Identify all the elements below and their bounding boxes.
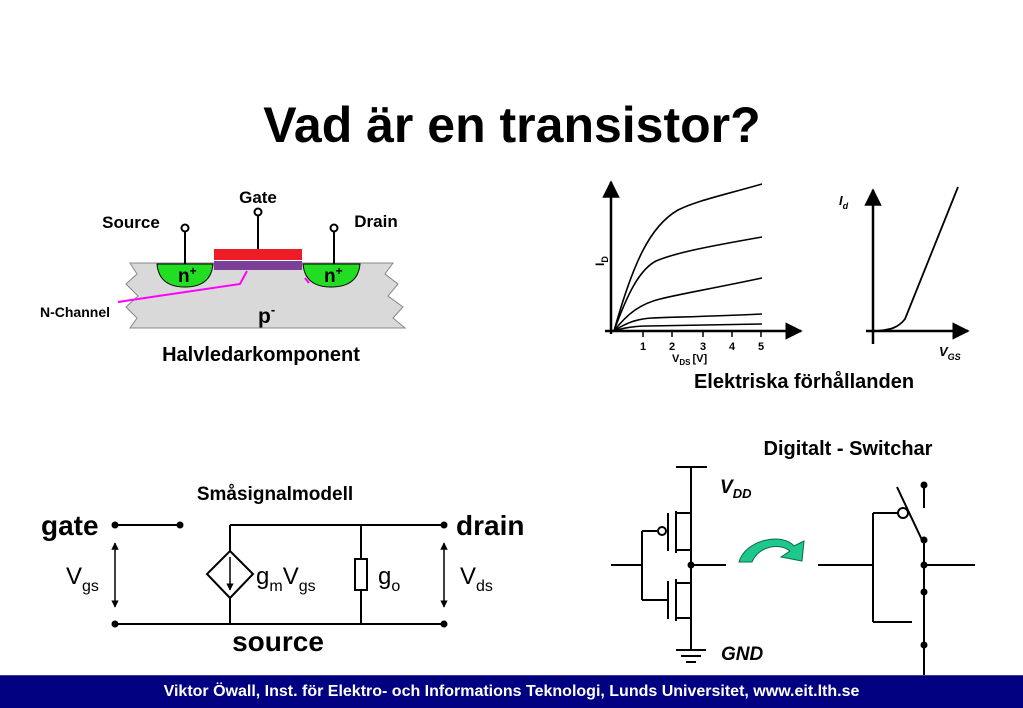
- switch-top-node: [920, 481, 928, 489]
- digital-switch-section: Digitalt - Switchar VDD GND: [611, 438, 975, 675]
- curve-5: [613, 323, 763, 332]
- digital-title: Digitalt - Switchar: [764, 438, 933, 460]
- drain-node: [440, 521, 448, 529]
- channel-pointer-tick: [304, 277, 310, 284]
- vds-label: Vds: [460, 563, 493, 595]
- curve-3: [613, 277, 763, 332]
- id-axis-label: ID: [593, 256, 610, 266]
- x-tick-5: 5: [758, 341, 764, 353]
- mosfet-caption: Halvledarkomponent: [162, 344, 360, 366]
- gate-electrode: [214, 249, 302, 260]
- graphs-caption: Elektriska förhållanden: [694, 370, 914, 393]
- go-resistor: [354, 558, 368, 591]
- small-signal-title: Småsignalmodell: [197, 484, 353, 505]
- x-tick-3: 3: [700, 341, 706, 353]
- gate-terminal: [253, 207, 263, 217]
- switch-mid-node-2: [920, 588, 928, 596]
- gm-vgs-label: gmVgs: [256, 563, 316, 595]
- output-node: [687, 561, 695, 569]
- source-n-region: [156, 263, 214, 288]
- page-title: Vad är en transistor?: [263, 97, 760, 153]
- gate-terminal-label: gate: [41, 510, 99, 541]
- switch-output-node: [920, 561, 928, 569]
- slide-canvas: Vad är en transistor? Gate Source Drain …: [40, 97, 975, 675]
- drain-terminal: [329, 223, 339, 233]
- drain-n-plus-label: n+: [324, 264, 343, 287]
- switch-control-bubble: [897, 507, 909, 519]
- source-node-right: [440, 620, 448, 628]
- vgs-axis-label: VGS: [939, 344, 961, 362]
- footer: Viktor Öwall, Inst. för Elektro- och Inf…: [0, 675, 1023, 708]
- gate-open-node: [176, 521, 184, 529]
- drain-n-region: [302, 263, 361, 288]
- x-tick-2: 2: [669, 341, 675, 353]
- pmos-bubble: [657, 526, 667, 536]
- gate-node: [111, 521, 119, 529]
- x-tick-1: 1: [640, 341, 646, 353]
- gate-label: Gate: [239, 188, 277, 207]
- source-n-plus-label: n+: [178, 264, 197, 287]
- source-label: Source: [102, 213, 160, 232]
- switch-bottom-node: [920, 641, 928, 649]
- source-node-left: [111, 620, 119, 628]
- source-terminal-label: source: [232, 626, 324, 657]
- n-channel-label: N-Channel: [40, 304, 110, 320]
- x-tick-4: 4: [729, 341, 736, 353]
- id-axis-label-2: Id: [839, 193, 849, 211]
- id-vgs-graph: Id VGS: [839, 186, 970, 362]
- x-tick-marks: [642, 331, 762, 337]
- curve-2: [613, 236, 763, 332]
- transfer-curve: [875, 186, 959, 332]
- drain-terminal-label: drain: [456, 510, 524, 541]
- gate-oxide: [214, 261, 302, 270]
- p-substrate-label: p-: [258, 302, 275, 328]
- small-signal-model: Småsignalmodell gate drain source Vgs gm…: [41, 484, 524, 657]
- vds-axis-label: VDS[V]: [672, 353, 707, 367]
- switch-upper-blade: [896, 486, 923, 541]
- channel-pointer-line: [117, 270, 248, 303]
- mosfet-diagram: Gate Source Drain n+ n+ p- N-Channel Hal…: [40, 188, 407, 366]
- gnd-label: GND: [721, 644, 764, 665]
- vgs-label: Vgs: [66, 563, 99, 595]
- drain-label: Drain: [354, 212, 397, 231]
- transform-arrow-icon: [738, 538, 805, 563]
- id-vds-graph: 1 2 3 4 5 VDS[V] ID: [593, 180, 803, 367]
- curve-1: [613, 183, 763, 332]
- curve-4: [613, 313, 763, 332]
- go-label: go: [378, 563, 400, 595]
- vdd-label: VDD: [720, 477, 752, 501]
- source-terminal: [180, 223, 190, 233]
